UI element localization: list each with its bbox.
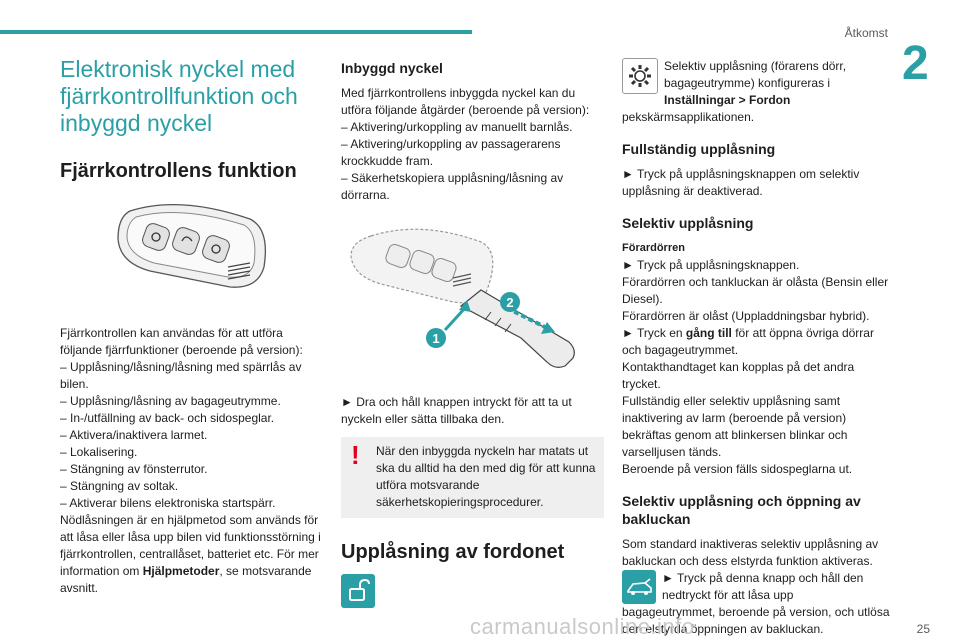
paragraph-line: ► Tryck på upplåsningsknappen.: [622, 258, 800, 272]
list-item: – Säkerhetskopiera upplåsning/låsning av…: [341, 171, 564, 202]
tailgate-heading: Selektiv upplåsning och öppning av baklu…: [622, 493, 861, 527]
chapter-number: 2: [902, 37, 929, 90]
paragraph-line: Kontakthandtaget kan kopplas på det andr…: [622, 360, 855, 391]
list-item: – Aktiverar bilens elektroniska startspä…: [60, 496, 276, 510]
full-unlock-text: ► Tryck på upplåsningsknappen om selekti…: [622, 167, 860, 198]
page-title: Elektronisk nyckel med fjärrkontrollfunk…: [60, 56, 298, 136]
full-unlock-heading: Fullständig upplåsning: [622, 141, 776, 157]
integrated-key-heading: Inbyggd nyckel: [341, 60, 443, 76]
press-again-pre: ► Tryck en: [622, 326, 686, 340]
selective-config-text: Selektiv upplåsning (förarens dörr, baga…: [622, 58, 890, 126]
section-title: Åtkomst: [844, 26, 888, 40]
list-item: – Upplåsning/låsning/låsning med spärrlå…: [60, 360, 302, 391]
settings-path: Inställningar > Fordon: [664, 93, 791, 107]
selective-config-post: pekskärmsapplikationen.: [622, 110, 755, 124]
list-item: – Aktivera/inaktivera larmet.: [60, 428, 208, 442]
callout-1: 1: [432, 331, 439, 346]
tailgate-action-text: ► Tryck på denna knapp och håll den nedt…: [622, 571, 890, 636]
press-again-text: ► Tryck en gång till för att öppna övrig…: [622, 325, 890, 359]
unlock-icon: [341, 574, 604, 608]
warning-text: När den inbyggda nyckeln har matats ut s…: [349, 443, 596, 511]
paragraph-line: Förardörren och tankluckan är olåsta (Be…: [622, 275, 889, 306]
header-accent-bar: [0, 30, 472, 34]
remote-function-heading: Fjärrkontrollens funktion: [60, 160, 297, 182]
selective-config-pre: Selektiv upplåsning (förarens dörr, baga…: [664, 59, 847, 90]
list-item: – Aktivering/urkoppling av passagerarens…: [341, 137, 561, 168]
column-3: Selektiv upplåsning (förarens dörr, baga…: [622, 56, 890, 638]
selective-unlock-heading: Selektiv upplåsning: [622, 215, 754, 231]
callout-2: 2: [506, 295, 513, 310]
gear-icon: [622, 58, 658, 94]
paragraph-line: Förardörren är olåst (Uppladdningsbar hy…: [622, 309, 870, 323]
list-item: – Stängning av soltak.: [60, 479, 179, 493]
list-item: – Upplåsning/låsning av bagageutrymme.: [60, 394, 281, 408]
emergency-text: Nödlåsningen är en hjälpmetod som använd…: [60, 513, 321, 578]
column-1: Elektronisk nyckel med fjärrkontrollfunk…: [60, 56, 325, 597]
emergency-link-text: Hjälpmetoder: [142, 564, 220, 578]
tailgate-intro: Som standard inaktiveras selektiv upplås…: [622, 537, 879, 568]
extract-instruction: ► Dra och håll knappen intryckt för att …: [341, 395, 572, 426]
selective-config: Selektiv upplåsning (förarens dörr, baga…: [622, 58, 890, 126]
remote-key-illustration: [60, 197, 325, 307]
press-again-post: för att öppna övriga dörrar och bagageut…: [622, 326, 874, 357]
column-2: Inbyggd nyckel Med fjärrkontrollens inby…: [341, 56, 604, 608]
emergency-paragraph: Nödlåsningen är en hjälpmetod som använd…: [60, 512, 325, 597]
list-item: – Stängning av fönsterrutor.: [60, 462, 208, 476]
paragraph-line: Fullständig eller selektiv upplåsning sa…: [622, 394, 848, 459]
list-item: – Lokalisering.: [60, 445, 138, 459]
driver-door-label: Förardörren: [622, 242, 685, 254]
watermark: carmanualsonline.info: [470, 614, 695, 639]
paragraph-line: Beroende på version fälls sidospeglarna …: [622, 462, 853, 476]
list-item: – In-/utfällning av back- och sidospegla…: [60, 411, 275, 425]
tailgate-action: ► Tryck på denna knapp och håll den nedt…: [622, 570, 890, 638]
warning-box: ! När den inbyggda nyckeln har matats ut…: [341, 437, 604, 518]
key-extraction-illustration: 1 2: [341, 216, 604, 384]
unlock-vehicle-heading: Upplåsning av fordonet: [341, 541, 565, 563]
page-number: 25: [916, 622, 930, 636]
integrated-key-intro: Med fjärrkontrollens inbyggda nyckel kan…: [341, 86, 590, 117]
tailgate-open-icon: [622, 570, 656, 604]
list-item: – Aktivering/urkoppling av manuellt barn…: [341, 120, 573, 134]
emergency-text-end: , se motsvarande avsnitt.: [60, 564, 312, 595]
unlock-padlock-icon: [341, 574, 375, 608]
warning-text-content: När den inbyggda nyckeln har matats ut s…: [376, 444, 596, 509]
exclamation-icon: !: [351, 440, 360, 470]
press-again-bold: gång till: [685, 326, 732, 340]
remote-intro: Fjärrkontrollen kan användas för att utf…: [60, 326, 303, 357]
